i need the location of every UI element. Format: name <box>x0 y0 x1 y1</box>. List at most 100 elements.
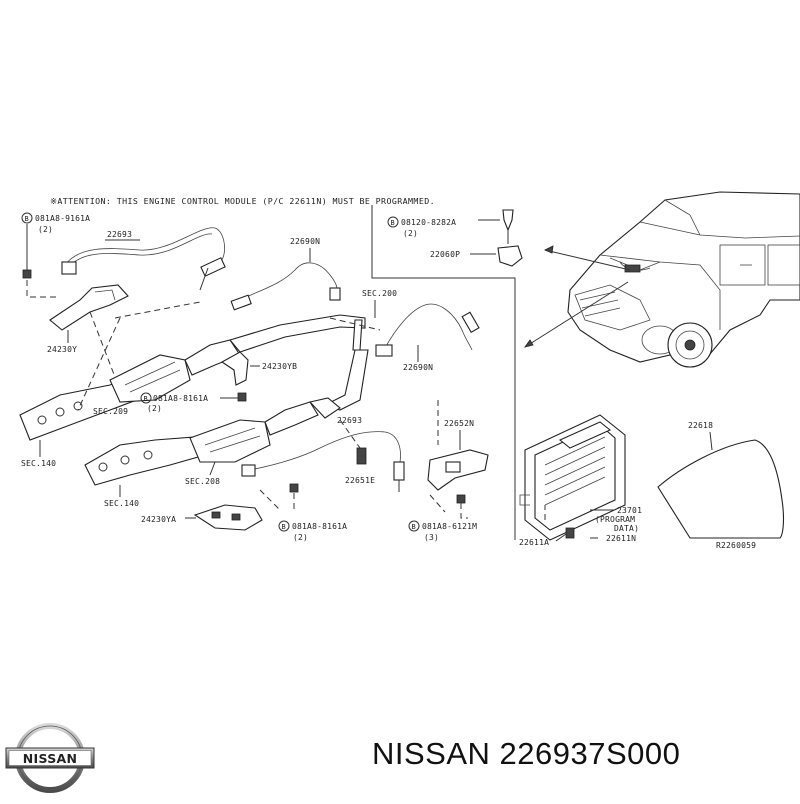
screw-icon <box>565 527 575 539</box>
part-number: 226937S000 <box>499 736 681 771</box>
brand-name: NISSAN <box>372 736 491 771</box>
ecm-module-icon <box>519 414 626 541</box>
label-qty-2-knock: (2) <box>403 229 418 238</box>
pipe-bend <box>352 319 363 351</box>
label-22060p: 22060P <box>430 250 460 259</box>
bolt-icon <box>502 209 514 232</box>
pointer-line <box>524 281 629 348</box>
leader-line <box>371 205 516 540</box>
circle-b-label: B <box>391 219 395 227</box>
circle-b-label: B <box>144 395 148 403</box>
dashed-leader <box>77 317 381 411</box>
nissan-logo: NISSAN <box>5 723 95 793</box>
front-pipe-upper <box>229 314 366 353</box>
leader-line <box>209 461 216 476</box>
bolt-icon <box>237 392 247 402</box>
knock-sensor-icon <box>497 245 523 267</box>
bracket-hole <box>211 511 221 519</box>
ecm-cover-22618-icon <box>657 439 785 539</box>
label-sec-200: SEC.200 <box>362 289 397 298</box>
bolt-callout-circle <box>278 520 290 532</box>
label-081a8-8161a-bottom: 081A8-8161A <box>292 522 347 531</box>
bolt-icon <box>289 483 299 493</box>
pointer-arrow <box>544 245 554 254</box>
circle-b-label: B <box>282 523 286 531</box>
label-24230yb: 24230YB <box>262 362 297 371</box>
bracket-detail <box>94 289 116 301</box>
leader-line <box>555 533 567 542</box>
oxygen-sensor-icon <box>461 311 480 334</box>
nissan-logo-text: NISSAN <box>23 751 78 766</box>
manifold-port <box>120 455 130 465</box>
flange-lower <box>264 401 319 436</box>
label-22690n-right: 22690N <box>403 363 433 372</box>
label-qty-3: (3) <box>424 533 439 542</box>
dashed-leader <box>460 503 468 519</box>
label-24230y: 24230Y <box>47 345 77 354</box>
label-23701: 23701 <box>617 506 642 515</box>
catalytic-converter-left <box>109 354 191 403</box>
pointer-line <box>544 249 631 271</box>
circle-b-label: B <box>25 215 29 223</box>
label-sec-140-bottom: SEC.140 <box>104 499 139 508</box>
label-qty-2-bottom: (2) <box>293 533 308 542</box>
label-qty-2-mid: (2) <box>147 404 162 413</box>
dashed-leader <box>26 280 60 298</box>
catalytic-converter-lower <box>189 419 271 463</box>
label-081a8-8161a-mid: 081A8-8161A <box>153 394 208 403</box>
converter-ribs <box>124 361 181 393</box>
manifold-port <box>98 462 108 472</box>
label-sec-209: SEC.209 <box>93 407 128 416</box>
bracket-24230y <box>49 284 129 331</box>
dashed-leader <box>339 419 361 449</box>
connector-icon <box>375 344 393 357</box>
label-22611n: 22611N <box>606 534 636 543</box>
oxygen-sensor-icon <box>230 294 252 311</box>
oxygen-sensor-icon <box>393 461 405 481</box>
sensor-wire <box>64 227 225 266</box>
leader-line <box>709 431 713 451</box>
label-sec-140-left: SEC.140 <box>21 459 56 468</box>
dashed-leader <box>259 489 281 511</box>
label-data: DATA) <box>614 524 639 533</box>
label-program: (PROGRAM <box>595 515 635 524</box>
label-22690n-top: 22690N <box>290 237 320 246</box>
label-22693-mid: 22693 <box>337 416 362 425</box>
sensor-body <box>445 461 461 473</box>
label-sec-208: SEC.208 <box>185 477 220 486</box>
oxygen-sensor-icon <box>200 257 226 277</box>
sensor-wire <box>67 233 213 269</box>
circle-b-label: B <box>412 523 416 531</box>
converter-ribs <box>204 427 261 453</box>
attention-note: ※ATTENTION: THIS ENGINE CONTROL MODULE (… <box>50 196 435 206</box>
diagram-code: R2260059 <box>716 541 756 550</box>
connector-icon <box>329 287 341 301</box>
manifold-port <box>55 407 65 417</box>
bolt-icon <box>456 494 466 504</box>
sensor-tip <box>199 267 209 291</box>
bracket-24230yb <box>220 351 249 386</box>
label-24230ya: 24230YA <box>141 515 176 524</box>
dashed-leader <box>114 301 201 319</box>
label-22652n: 22652N <box>444 419 474 428</box>
manifold-port <box>143 450 153 460</box>
sensor-wire <box>239 262 338 301</box>
bolt-callout-circle <box>21 212 33 224</box>
bolt-callout-circle <box>387 216 399 228</box>
sensor-wire <box>384 303 473 351</box>
bracket-24230ya <box>193 504 263 531</box>
bolt-icon <box>22 269 32 279</box>
label-qty-2-top: (2) <box>38 225 53 234</box>
manifold-port <box>37 415 47 425</box>
label-22618: 22618 <box>688 421 713 430</box>
bolt-callout-circle <box>408 520 420 532</box>
part-title: NISSAN 226937S000 <box>372 736 680 772</box>
bolt-callout-circle <box>140 392 152 404</box>
sensor-wire <box>249 431 401 471</box>
pointer-arrow <box>524 339 534 348</box>
connector-icon <box>241 464 256 477</box>
dashed-leader <box>89 311 121 391</box>
connector-icon <box>61 261 77 275</box>
